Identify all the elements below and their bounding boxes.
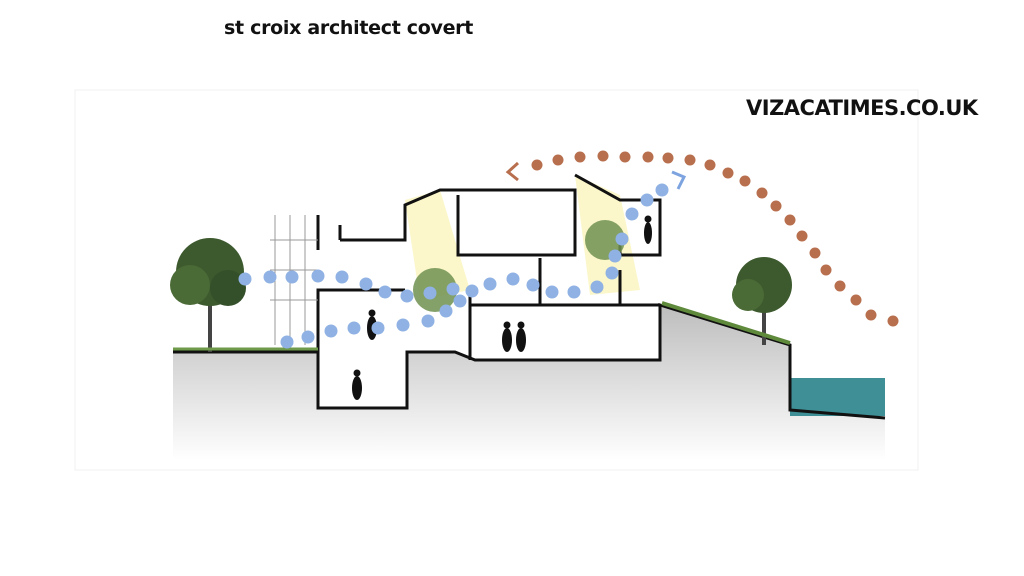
airflow-dot	[396, 318, 410, 332]
airflow-dot	[324, 324, 338, 338]
sun-dot	[531, 159, 543, 171]
airflow-dot	[465, 284, 479, 298]
airflow-dot	[567, 285, 581, 299]
airflow-dot	[655, 183, 669, 197]
sun-path	[531, 150, 899, 327]
sun-dot	[834, 280, 846, 292]
airflow-dot	[590, 280, 604, 294]
sun-dot	[756, 187, 768, 199]
airflow-dot	[625, 207, 639, 221]
tree-left	[170, 238, 246, 352]
sun-dot	[770, 200, 782, 212]
sun-dot	[662, 152, 674, 164]
airflow-dot	[371, 321, 385, 335]
water-pool	[790, 378, 885, 416]
airflow-dot	[608, 249, 622, 263]
sun-arrow-icon	[505, 161, 520, 182]
airflow-dot	[483, 277, 497, 291]
airflow-dot	[301, 330, 315, 344]
green-roof	[661, 301, 791, 345]
sun-dot	[739, 175, 751, 187]
page-title: st croix architect covert	[224, 17, 474, 39]
sun-dot	[642, 151, 654, 163]
sun-dot	[784, 214, 796, 226]
airflow-dot	[335, 270, 349, 284]
sun-dot	[619, 151, 631, 163]
sun-dot	[552, 154, 564, 166]
sun-dot	[684, 154, 696, 166]
airflow-dot	[263, 270, 277, 284]
airflow-dot	[423, 286, 437, 300]
airflow-dot	[605, 266, 619, 280]
airflow-dot	[615, 232, 629, 246]
airflow-dot	[453, 294, 467, 308]
airflow-dot	[285, 270, 299, 284]
sun-dot	[865, 309, 877, 321]
airflow-dot	[421, 314, 435, 328]
airflow-path	[238, 183, 669, 349]
sun-dot	[722, 167, 734, 179]
airflow-dot	[439, 304, 453, 318]
sun-dot	[597, 150, 609, 162]
airflow-dot	[640, 193, 654, 207]
sun-dot	[887, 315, 899, 327]
watermark-text: VIZACATIMES.CO.UK	[746, 96, 978, 120]
sun-dot	[820, 264, 832, 276]
sun-dot	[850, 294, 862, 306]
sun-dot	[809, 247, 821, 259]
airflow-dot	[359, 277, 373, 291]
tree-right	[732, 257, 792, 345]
airflow-dot	[238, 272, 252, 286]
airflow-dot	[545, 285, 559, 299]
ground	[173, 305, 885, 460]
airflow-dot	[400, 289, 414, 303]
airflow-dot	[446, 282, 460, 296]
airflow-dot	[311, 269, 325, 283]
sun-dot	[796, 230, 808, 242]
airflow-dot	[506, 272, 520, 286]
airflow-dot	[347, 321, 361, 335]
airflow-dot	[526, 278, 540, 292]
sun-dot	[704, 159, 716, 171]
airflow-arrow-icon	[671, 170, 687, 190]
building-structure	[173, 173, 886, 420]
sun-dot	[574, 151, 586, 163]
airflow-dot	[280, 335, 294, 349]
airflow-dot	[378, 285, 392, 299]
